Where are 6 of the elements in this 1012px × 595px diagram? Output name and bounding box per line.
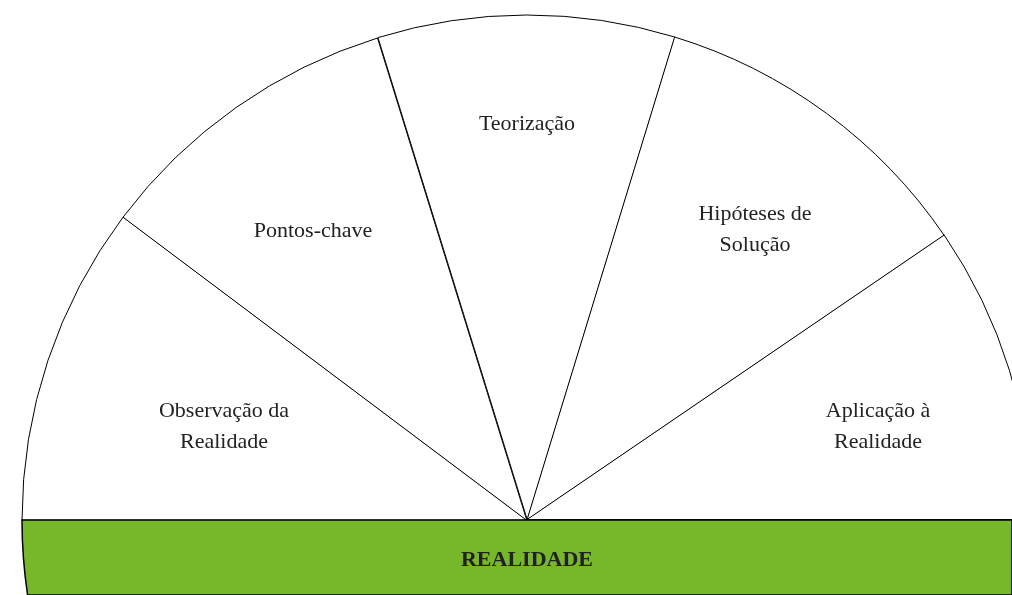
stage-label: Hipóteses de Solução [697,199,813,258]
stage-label: Aplicação à Realidade [824,396,932,455]
stage-label: Pontos-chave [252,216,374,245]
stage-label: Teorização [477,109,577,138]
band-label: REALIDADE [460,544,594,573]
stage-label: Observação da Realidade [157,396,291,455]
